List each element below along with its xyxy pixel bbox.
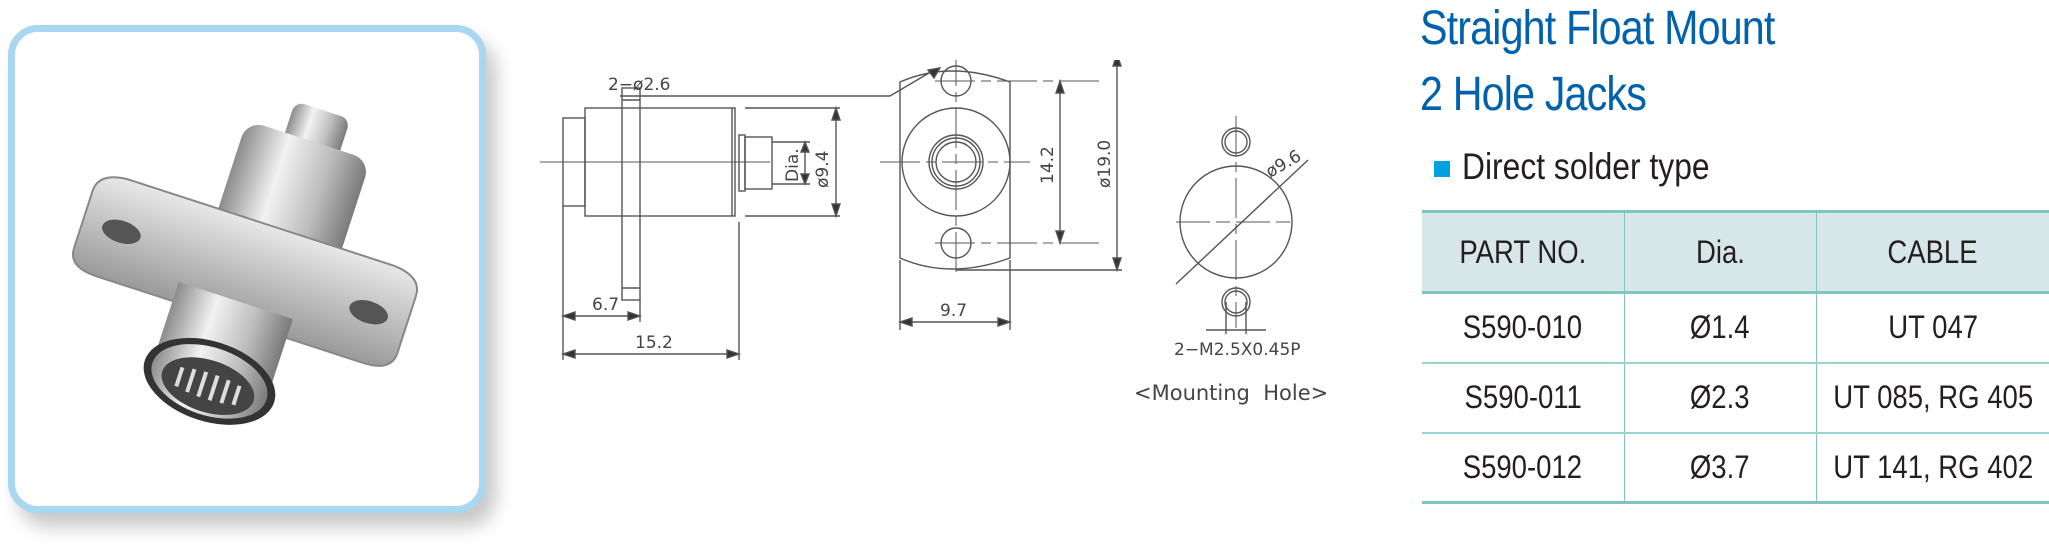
dim-thread-label: 2−M2.5X0.45P [1174, 340, 1301, 360]
table-row: S590-011 Ø2.3 UT 085, RG 405 [1422, 362, 2049, 433]
cell-cable: UT 085, RG 405 [1815, 362, 2049, 433]
dim-overall-length-label: 15.2 [635, 333, 673, 353]
cell-dia: Ø1.4 [1623, 292, 1817, 363]
product-photo [72, 103, 418, 425]
cell-dia: Ø3.7 [1623, 432, 1817, 503]
cell-part-no: S590-011 [1422, 362, 1625, 433]
front-view-flange [899, 70, 1011, 270]
table-row: S590-012 Ø3.7 UT 141, RG 402 [1422, 432, 2049, 503]
cell-cable: UT 141, RG 402 [1815, 432, 2049, 503]
title-line-2: 2 Hole Jacks [1420, 68, 1647, 121]
dim-cutout-label: ø9.6 [1263, 146, 1305, 182]
table-row: S590-010 Ø1.4 UT 047 [1422, 292, 2049, 363]
dim-flange-offset-label: 6.7 [592, 295, 619, 315]
page-title: Straight Float Mount 2 Hole Jacks [1420, 0, 1775, 128]
header-dia: Dia. [1623, 211, 1817, 293]
dim-hole-label: 2−ø2.6 [608, 75, 671, 95]
header-cable: CABLE [1815, 211, 2049, 293]
cell-cable: UT 047 [1815, 292, 2049, 363]
title-line-1: Straight Float Mount [1420, 2, 1775, 55]
square-bullet-icon [1434, 161, 1450, 177]
dim-hole-pitch-label: 14.2 [1038, 146, 1058, 184]
product-photo-frame [8, 25, 486, 513]
technical-drawing: 2−ø2.6 6.7 15.2 ø9.4 Dia. 14.2 ø19.0 9.7… [540, 60, 1328, 405]
subtitle: Direct solder type [1462, 146, 1710, 187]
spec-table: PART NO. Dia. CABLE S590-010 Ø1.4 UT 047… [1422, 210, 2049, 504]
side-view-flange [621, 87, 641, 301]
mounting-hole-caption: <Mounting Hole> [1134, 381, 1328, 405]
table-header-row: PART NO. Dia. CABLE [1422, 211, 2049, 293]
dim-contact-dia-label: Dia. [783, 148, 803, 182]
dim-body-dia-label: ø9.4 [813, 151, 833, 188]
cell-dia: Ø2.3 [1623, 362, 1817, 433]
cell-part-no: S590-010 [1422, 292, 1625, 363]
cell-part-no: S590-012 [1422, 432, 1625, 503]
header-part-no: PART NO. [1422, 211, 1625, 293]
dim-flange-height-label: ø19.0 [1095, 140, 1115, 188]
dim-flange-width-label: 9.7 [940, 301, 967, 321]
